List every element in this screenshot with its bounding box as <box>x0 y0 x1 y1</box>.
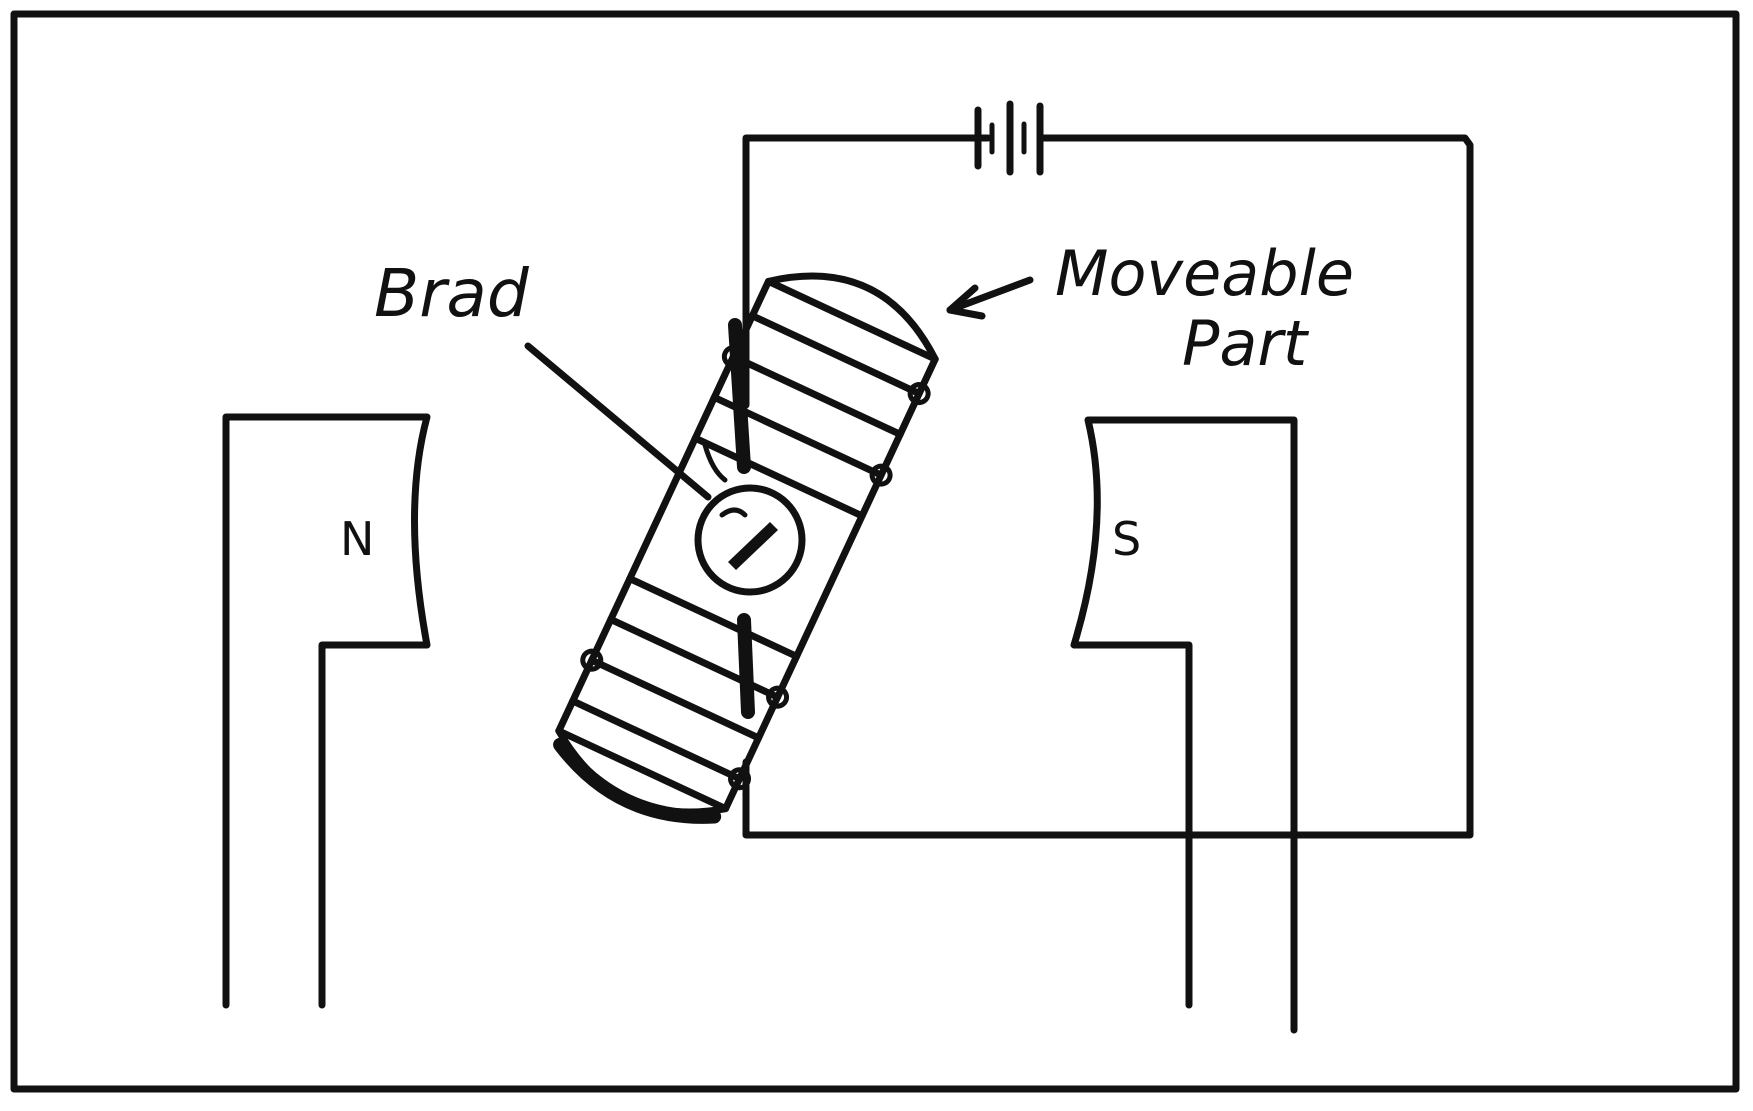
north-magnet <box>222 413 431 1009</box>
moveable-label-line1: Moveable <box>1055 237 1354 310</box>
circuit-wire <box>742 134 1474 839</box>
outer-frame <box>10 10 1740 1093</box>
south-pole-label: S <box>1112 512 1141 566</box>
brad-rod <box>702 318 755 719</box>
brad-pointer <box>524 342 712 501</box>
brad-label: Brad <box>374 255 530 332</box>
moveable-part <box>553 272 939 824</box>
moveable-pointer <box>946 276 1034 320</box>
south-magnet <box>1070 416 1298 1034</box>
battery-icon <box>970 100 1052 176</box>
moveable-label-line2: Part <box>1182 307 1310 380</box>
pivot <box>694 484 806 596</box>
north-pole-label: N <box>340 512 374 566</box>
